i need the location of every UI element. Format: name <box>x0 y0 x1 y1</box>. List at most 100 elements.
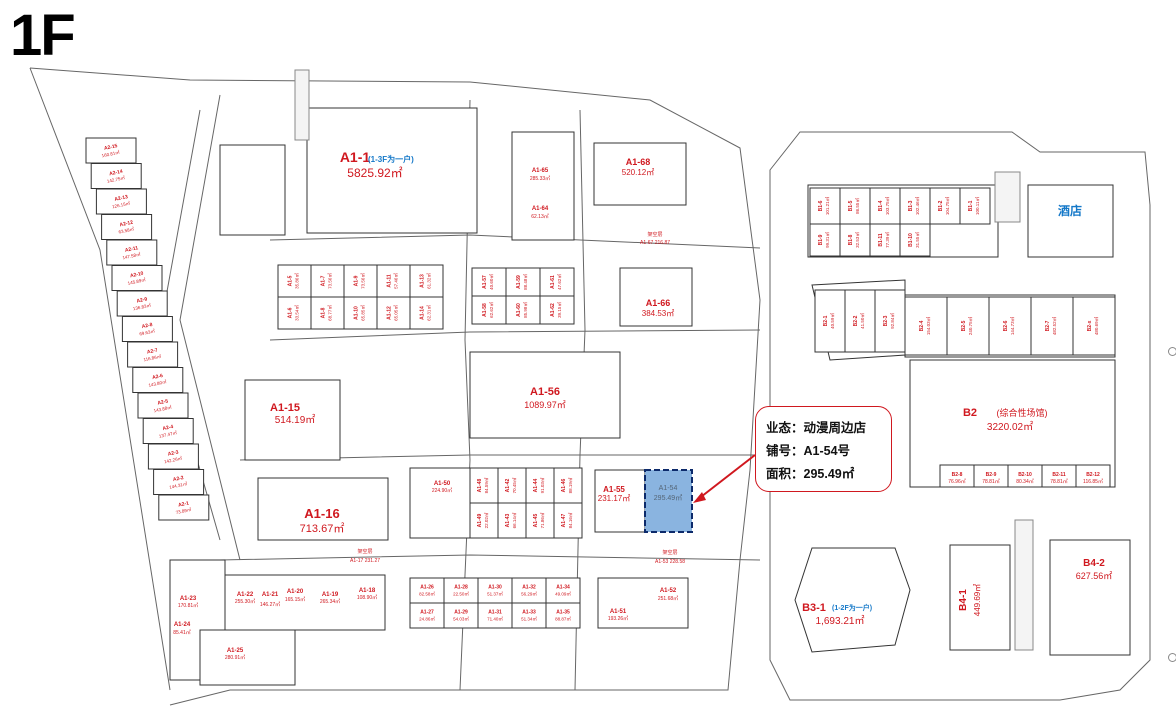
unit-b2-4[interactable] <box>904 296 948 356</box>
unit-b2-8-label: B2-8 <box>952 472 963 478</box>
unit-b4-2[interactable] <box>1049 539 1131 656</box>
unit-a1-15[interactable] <box>244 379 341 461</box>
unit-b1-2[interactable] <box>929 187 961 225</box>
unit-a1-43-area: 66.14㎡ <box>511 512 517 528</box>
unit-a1-58[interactable] <box>471 295 507 325</box>
unit-b1-11[interactable] <box>869 223 901 257</box>
inner-road-2 <box>179 94 241 561</box>
unit-a1-6[interactable] <box>277 296 312 330</box>
unit-a1-1-annex[interactable] <box>219 144 286 236</box>
unit-a1-50[interactable] <box>409 467 471 539</box>
unit-a1-62[interactable] <box>539 295 575 325</box>
unit-a1-44[interactable] <box>525 467 555 504</box>
unit-b3-1[interactable] <box>794 547 911 653</box>
unit-a1-35[interactable] <box>545 602 581 629</box>
unit-a1-52-label: A1-52 <box>660 588 677 594</box>
unit-a1-12[interactable] <box>376 296 411 330</box>
unit-a1-33[interactable] <box>511 602 547 629</box>
unit-a1-46[interactable] <box>553 467 583 504</box>
unit-a1-7[interactable] <box>310 264 345 298</box>
unit-a1-60-label: A1-60 <box>516 303 522 317</box>
unit-a2-9-label: A2-9 <box>136 296 148 304</box>
unit-b2-5[interactable] <box>946 296 990 356</box>
unit-a1-29[interactable] <box>443 602 479 629</box>
unit-b2-7[interactable] <box>1030 296 1074 356</box>
unit-b1-6-area: 101.21㎡ <box>824 196 830 215</box>
unit-b1-3[interactable] <box>899 187 931 225</box>
unit-b2-3-label: B2-3 <box>883 315 889 326</box>
unit-a1-30[interactable] <box>477 577 513 604</box>
unit-a2-15[interactable] <box>85 137 137 164</box>
unit-b1-1-area: 100.11㎡ <box>974 197 980 215</box>
unit-b1-3-label: B1-3 <box>908 200 914 211</box>
unit-a1-47[interactable] <box>553 502 583 539</box>
unit-a1-56[interactable] <box>469 351 621 439</box>
unit-a1-8[interactable] <box>310 296 345 330</box>
unit-a2-1[interactable] <box>158 494 210 521</box>
unit-a2-10[interactable] <box>111 265 163 291</box>
unit-b3-1-label: B3-1 <box>802 602 826 614</box>
unit-b1-8[interactable] <box>839 223 871 257</box>
unit-a1-16[interactable] <box>257 477 389 541</box>
unit-a2-8[interactable] <box>121 316 173 342</box>
unit-a1-68[interactable] <box>593 142 687 206</box>
unit-a2-11-area: 147.58㎡ <box>122 251 142 261</box>
unit-a2-10-label: A2-10 <box>130 271 145 280</box>
unit-a2-11[interactable] <box>106 239 158 266</box>
unit-a1-10-label: A1-10 <box>354 306 360 320</box>
unit-a1-42[interactable] <box>497 467 527 504</box>
unit-a1-54-highlighted[interactable] <box>644 469 693 533</box>
unit-b1-4-label: B1-4 <box>878 200 884 211</box>
unit-a1-51-52[interactable] <box>597 577 689 629</box>
unit-a2-1-area: 73.89㎡ <box>175 506 192 515</box>
unit-a1-31[interactable] <box>477 602 513 629</box>
unit-a2-6[interactable] <box>132 367 184 393</box>
unit-a1-32[interactable] <box>511 577 547 604</box>
info-unit-area: 面积：295.49㎡ <box>766 467 855 481</box>
unit-a1-60[interactable] <box>505 295 541 325</box>
unit-b1-11-label: B1-11 <box>878 233 884 247</box>
unit-b1-4[interactable] <box>869 187 901 225</box>
unit-a1-28[interactable] <box>443 577 479 604</box>
unit-b1-10[interactable] <box>899 223 931 257</box>
unit-a2-14[interactable] <box>90 163 142 189</box>
unit-b2-6[interactable] <box>988 296 1032 356</box>
unit-a1-14[interactable] <box>409 296 444 330</box>
unit-a1-44-area: 91.03㎡ <box>539 477 545 493</box>
unit-a2-4[interactable] <box>142 418 194 444</box>
unit-a1-14-label: A1-14 <box>420 306 426 320</box>
unit-a1-34[interactable] <box>545 577 581 604</box>
unit-a2-12[interactable] <box>101 214 153 240</box>
unit-a2-7[interactable] <box>127 341 179 368</box>
unit-a1-65[interactable] <box>511 131 575 241</box>
unit-a1-27[interactable] <box>409 602 445 629</box>
unit-a2-3[interactable] <box>147 443 199 470</box>
tower <box>294 69 310 141</box>
unit-b1-1[interactable] <box>959 187 991 225</box>
unit-b2-7-label: B2-7 <box>1045 320 1051 331</box>
unit-b4-1[interactable] <box>949 544 1011 651</box>
unit-a1-66[interactable] <box>619 267 693 327</box>
unit-b3-1-area: 1,693.21㎡ <box>816 615 865 627</box>
unit-b2-3[interactable] <box>874 289 906 353</box>
unit-b2-x[interactable] <box>1072 296 1116 356</box>
unit-b2-2[interactable] <box>844 289 876 353</box>
inner-road-6 <box>219 554 761 561</box>
unit-a1-6-area: 33.54㎡ <box>294 305 300 321</box>
unit-hotel[interactable] <box>1027 184 1114 258</box>
unit-a1-59[interactable] <box>505 267 541 297</box>
unit-a1-25-area: 280.91㎡ <box>225 654 245 661</box>
unit-a1-55[interactable] <box>594 469 646 533</box>
unit-a1-10[interactable] <box>343 296 378 330</box>
unit-b2-area: 3220.02㎡ <box>987 421 1033 433</box>
unit-a1-6-label: A1-6 <box>288 307 294 318</box>
unit-a1-49[interactable] <box>469 502 499 539</box>
unit-b2-12[interactable] <box>1075 464 1111 488</box>
unit-a2-3-label: A2-3 <box>167 449 179 457</box>
unit-a1-18-22[interactable] <box>224 574 386 631</box>
b2-lower-row: B2-8 76.96㎡ B2-9 78.81㎡ B2-10 80.34㎡ B2-… <box>939 464 1111 488</box>
unit-a1-1[interactable] <box>306 107 478 234</box>
unit-a1-26[interactable] <box>409 577 445 604</box>
unit-a2-9[interactable] <box>116 290 168 317</box>
unit-a1-25[interactable] <box>199 629 296 686</box>
